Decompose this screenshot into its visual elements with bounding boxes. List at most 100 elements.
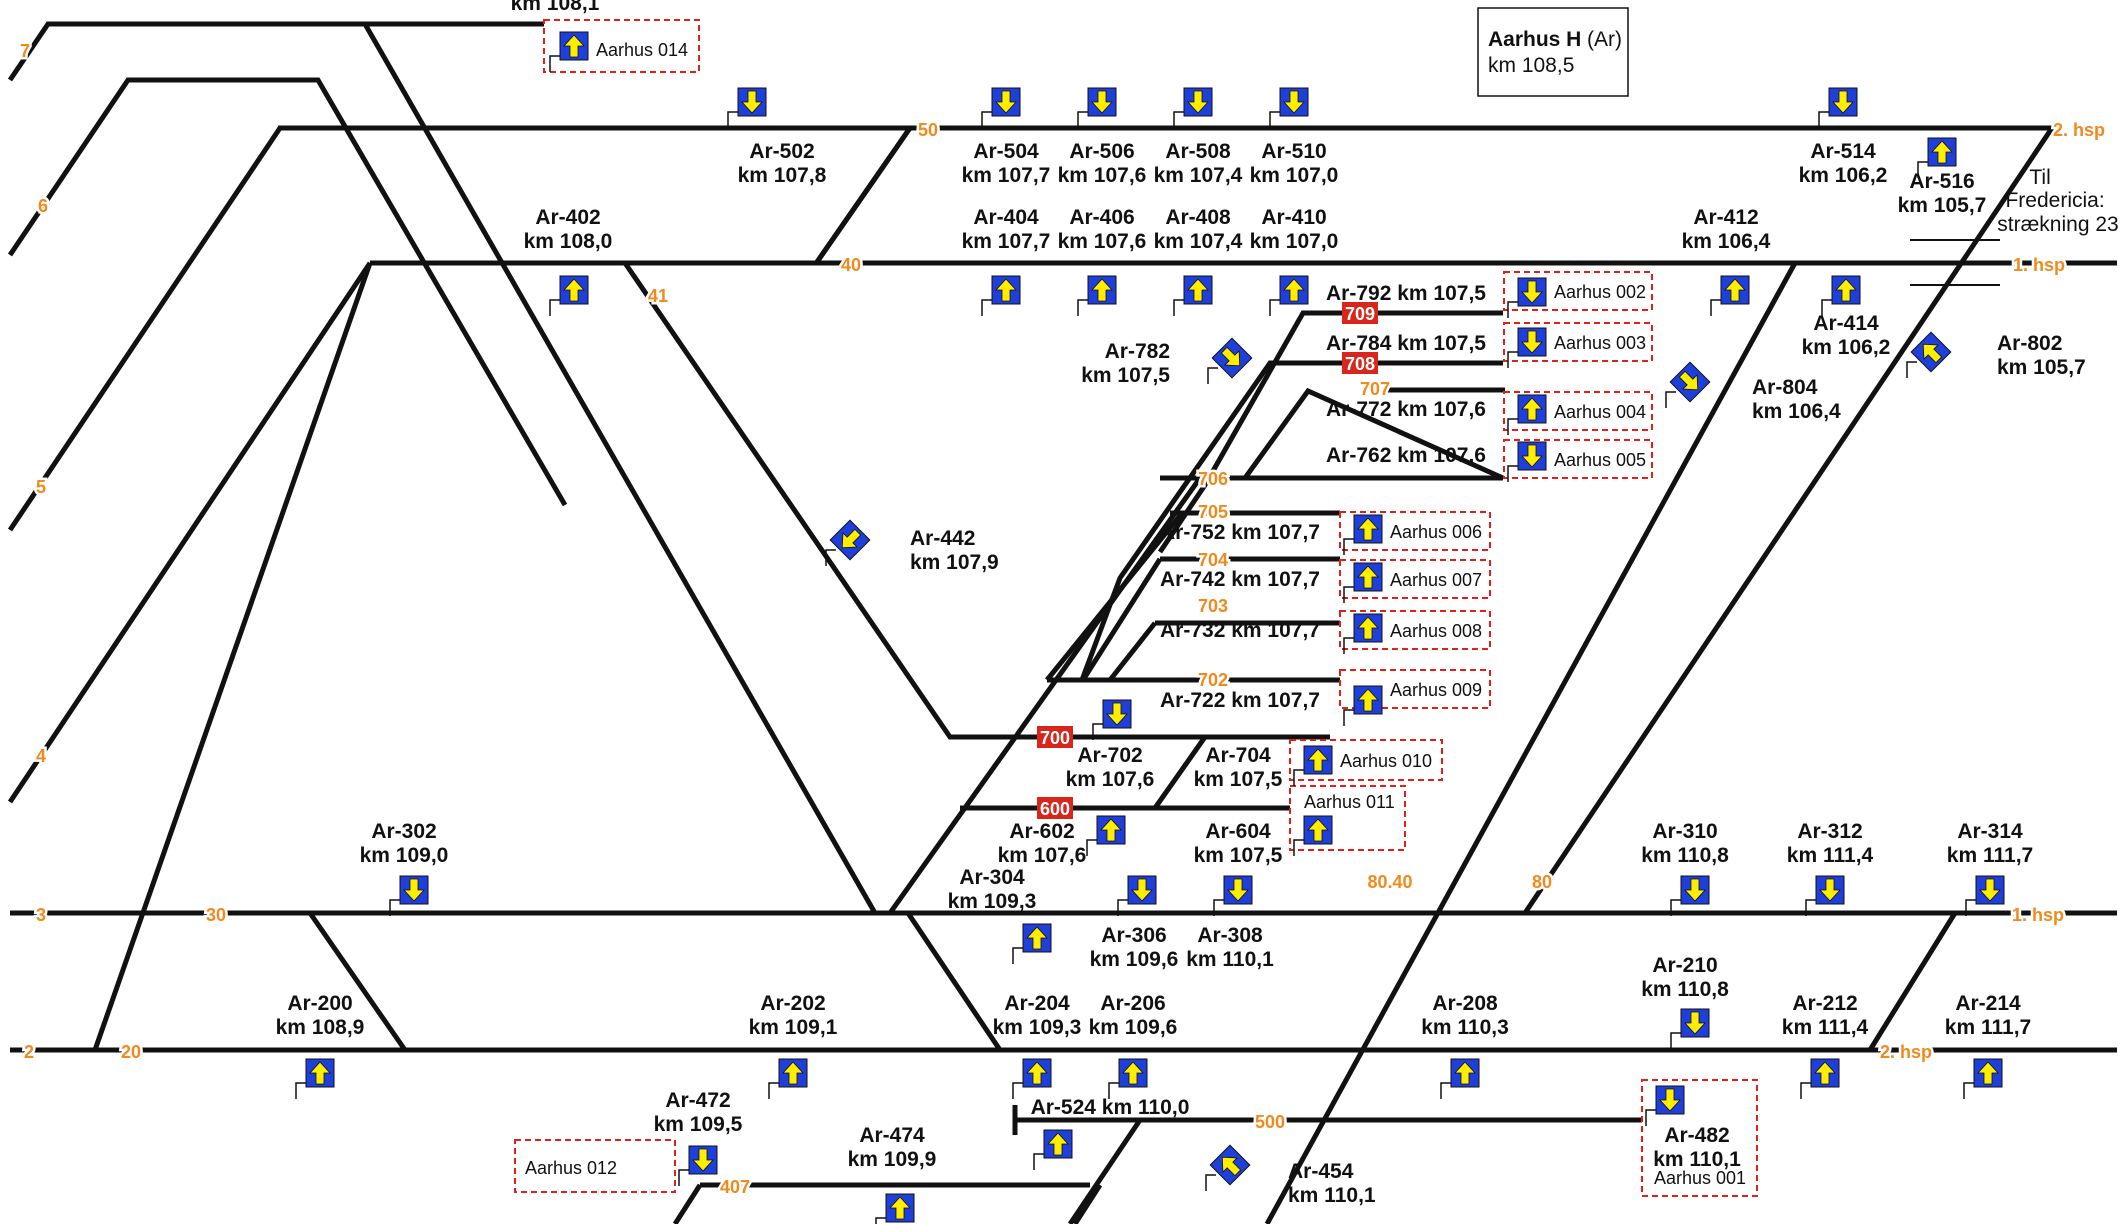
track-5	[7, 126, 283, 532]
track-number-t30: 30	[206, 905, 226, 925]
signal-arrow-icon	[1127, 875, 1157, 905]
svg-text:Aarhus 001: Aarhus 001	[1654, 1168, 1746, 1188]
signal-km: km 109,0	[360, 844, 449, 867]
signal-arrow-icon	[1303, 745, 1333, 775]
signal-name: Ar-312	[1797, 820, 1862, 843]
signal-108-1[interactable]: km 108,1	[511, 0, 600, 72]
track-number-t4: 4	[36, 746, 46, 766]
signal-772[interactable]: Ar-772 km 107,6	[1326, 394, 1547, 435]
signal-label: Ar-732 km 107,7	[1160, 619, 1320, 642]
track-number-t80: 80	[1532, 872, 1552, 892]
signal-km: km 110,3	[1421, 1016, 1509, 1039]
signal-762[interactable]: Ar-762 km 107,6	[1326, 441, 1547, 482]
signal-752[interactable]: Ar-752 km 107,7	[1160, 514, 1383, 555]
track-number-t407: 407	[720, 1177, 750, 1197]
track-number-t50: 50	[918, 120, 938, 140]
signal-732[interactable]: Ar-732 km 107,7	[1160, 613, 1383, 654]
signal-name: Ar-504	[973, 140, 1039, 163]
svg-text:709: 709	[1345, 304, 1375, 324]
signal-arrow-icon	[1680, 1008, 1710, 1038]
signal-arrow-icon	[991, 275, 1021, 305]
signal-arrow-icon	[1353, 685, 1383, 715]
signal-arrow-icon	[1183, 275, 1213, 305]
signal-name: Ar-404	[973, 206, 1039, 229]
signal-524[interactable]: Ar-524 km 110,0	[1031, 1096, 1190, 1170]
track-number-t8040: 80.40	[1367, 872, 1412, 892]
signal-name: Ar-212	[1792, 992, 1857, 1015]
svg-text:600: 600	[1040, 799, 1070, 819]
svg-text:Aarhus 011: Aarhus 011	[1304, 792, 1395, 812]
signal-label: Ar-742 km 107,7	[1160, 568, 1320, 591]
direction-fredericia: Til Fredericia: strækning 23	[1997, 166, 2118, 236]
svg-text:Aarhus 012: Aarhus 012	[525, 1158, 617, 1178]
signal-arrow-icon	[1815, 875, 1845, 905]
signal-name: Ar-474	[859, 1124, 925, 1147]
signal-label: Ar-722 km 107,7	[1160, 689, 1320, 712]
signal-name: Ar-782	[1105, 340, 1170, 363]
signal-arrow-icon	[1450, 1058, 1480, 1088]
signal-name: Ar-200	[287, 992, 352, 1015]
signal-arrow-icon	[991, 87, 1021, 117]
badge-b600: 600	[1037, 797, 1073, 819]
signal-km: km 107,6	[1066, 768, 1155, 791]
signal-784[interactable]: Ar-784 km 107,5	[1326, 327, 1547, 368]
track-number-t20: 20	[121, 1042, 141, 1062]
signal-name: Ar-410	[1261, 206, 1326, 229]
signal-742[interactable]: Ar-742 km 107,7	[1160, 562, 1383, 603]
signal-722[interactable]: Ar-722 km 107,7	[1160, 685, 1383, 726]
signal-km: km 109,3	[993, 1016, 1082, 1039]
signal-arrow-icon	[737, 87, 767, 117]
signal-name: Ar-308	[1197, 924, 1263, 947]
signal-arrow-icon	[1353, 613, 1383, 643]
signal-km: km 110,8	[1641, 978, 1729, 1001]
signal-arrow-icon	[1810, 1058, 1840, 1088]
signal-name: Ar-406	[1069, 206, 1134, 229]
signal-arrow-icon	[1517, 327, 1547, 357]
signal-name: Ar-306	[1101, 924, 1166, 947]
signal-792[interactable]: Ar-792 km 107,5	[1326, 277, 1547, 318]
signal-km: km 107,6	[1058, 164, 1147, 187]
